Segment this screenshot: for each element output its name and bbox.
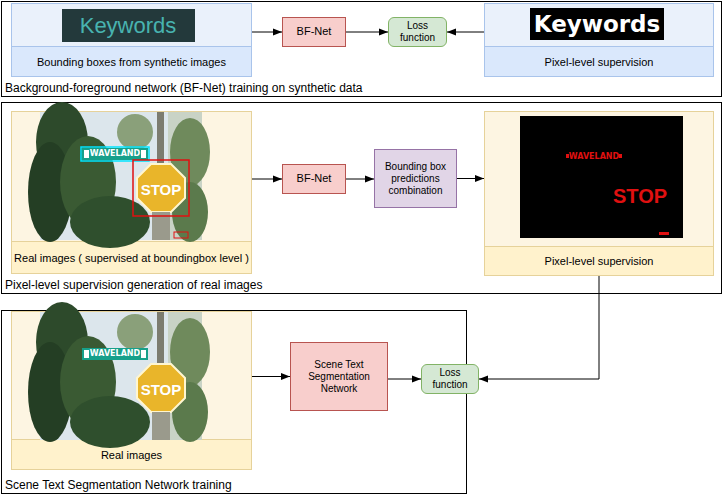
box-label: BF-Net bbox=[283, 172, 345, 185]
panel-caption: Pixel-level supervision bbox=[485, 246, 713, 275]
loss-box: Loss function bbox=[421, 364, 479, 394]
generated-mask bbox=[520, 116, 683, 238]
flow-arrow bbox=[346, 32, 388, 33]
flow-arrow bbox=[346, 179, 374, 180]
panel-caption: Real images bbox=[12, 439, 251, 469]
synthetic-image bbox=[62, 9, 195, 42]
section-caption: Background-foreground network (BF-Net) t… bbox=[5, 81, 363, 95]
flow-arrow bbox=[252, 376, 290, 377]
process-box: BF-Net bbox=[282, 164, 346, 194]
process-box: Scene Text Segmentation Network bbox=[290, 342, 388, 411]
real-photo bbox=[28, 302, 210, 448]
image-panel: Bounding boxes from synthetic images bbox=[11, 3, 252, 77]
box-label: Loss function bbox=[422, 367, 478, 391]
box-label: Scene Text Segmentation Network bbox=[291, 359, 387, 395]
image-panel: Real images ( supervised at boundingbox … bbox=[11, 111, 252, 274]
section-frame: Real images ( supervised at boundingbox … bbox=[1, 102, 722, 294]
section-caption: Pixel-level supervision generation of re… bbox=[5, 278, 262, 292]
panel-caption: Pixel-level supervision bbox=[485, 46, 713, 76]
flow-arrow bbox=[252, 32, 282, 33]
section-frame: Bounding boxes from synthetic images BF-N… bbox=[1, 1, 722, 97]
flow-arrow bbox=[388, 379, 421, 380]
real-photo bbox=[28, 102, 210, 248]
panel-caption: Real images ( supervised at boundingbox … bbox=[12, 241, 251, 273]
image-panel: Pixel-level supervision bbox=[484, 111, 714, 276]
flow-arrow bbox=[447, 32, 484, 33]
flow-arrow bbox=[479, 276, 599, 379]
combination-box: Bounding box predictions combination bbox=[374, 149, 457, 208]
image-panel: Real images bbox=[11, 311, 252, 470]
mask-image bbox=[530, 8, 664, 40]
section-frame: Real imagesScene Text Segmentation Netwo… bbox=[1, 310, 467, 494]
box-label: Bounding box predictions combination bbox=[375, 161, 456, 197]
loss-box: Loss function bbox=[388, 17, 447, 47]
process-box: BF-Net bbox=[282, 17, 346, 47]
section-caption: Scene Text Segmentation Network training bbox=[5, 478, 232, 492]
flow-arrow bbox=[252, 179, 282, 180]
box-label: Loss function bbox=[389, 20, 446, 44]
panel-caption: Bounding boxes from synthetic images bbox=[12, 46, 251, 76]
flow-arrow bbox=[457, 178, 484, 179]
image-panel: Pixel-level supervision bbox=[484, 3, 714, 77]
box-label: BF-Net bbox=[283, 25, 345, 38]
